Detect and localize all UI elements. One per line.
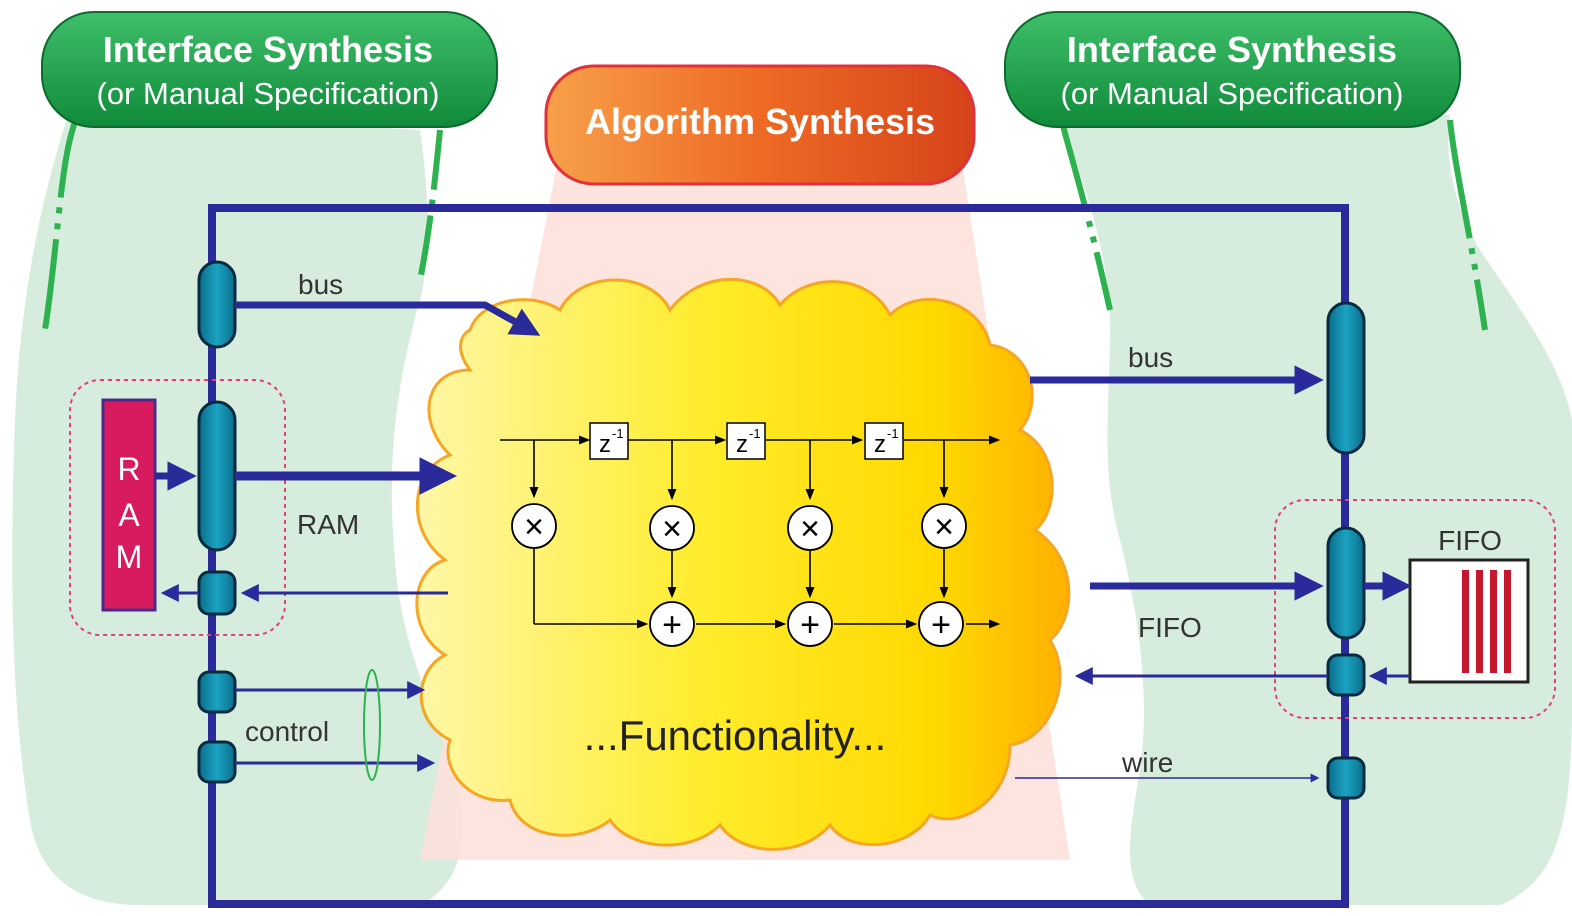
label-bus-left: bus: [298, 269, 343, 300]
delay-block-2: z -1: [726, 422, 766, 460]
svg-text:z: z: [599, 431, 611, 458]
right-ports: [1326, 301, 1366, 800]
label-fifo: FIFO: [1138, 612, 1202, 643]
left-connections: [155, 301, 541, 781]
right-banner: Interface Synthesis (or Manual Specifica…: [1004, 11, 1461, 128]
bus-link-left: [235, 301, 541, 336]
svg-text:-1: -1: [612, 426, 624, 441]
delay-block-3: z -1: [864, 422, 904, 460]
port-bus-right: [1326, 301, 1366, 455]
adder-2: +: [787, 601, 833, 647]
control-bundle-ellipse: [363, 669, 381, 781]
fifo-block-label: FIFO: [1438, 525, 1502, 556]
center-banner-title: Algorithm Synthesis: [585, 101, 935, 142]
right-banner-subtitle: (or Manual Specification): [1061, 76, 1404, 111]
fir-filter: [500, 435, 1001, 629]
port-bus-left: [197, 260, 237, 349]
label-control: control: [245, 716, 329, 747]
adder-3: +: [918, 601, 964, 647]
multiplier-1: ×: [511, 503, 557, 549]
svg-text:×: ×: [934, 508, 954, 546]
label-bus-right: bus: [1128, 342, 1173, 373]
ram-letter-r: R: [117, 451, 140, 487]
left-banner-subtitle: (or Manual Specification): [97, 76, 440, 111]
svg-text:×: ×: [800, 510, 820, 548]
ram-letter-m: M: [116, 539, 143, 575]
adder-1: +: [649, 601, 695, 647]
svg-text:×: ×: [662, 510, 682, 548]
svg-text:z: z: [874, 431, 886, 458]
port-wire: [1326, 756, 1366, 800]
delay-block-1: z -1: [589, 422, 629, 460]
ram-interface-group: [69, 379, 286, 636]
label-wire: wire: [1121, 747, 1173, 778]
multiplier-2: ×: [649, 505, 695, 551]
right-interface-region: [1057, 114, 1572, 905]
svg-text:+: +: [800, 606, 820, 644]
port-control-1: [197, 670, 237, 714]
left-interface-region: [12, 108, 463, 905]
svg-text:+: +: [931, 606, 951, 644]
functionality-cloud: [415, 277, 1071, 851]
left-banner: Interface Synthesis (or Manual Specifica…: [41, 11, 498, 128]
port-fifo-in: [1326, 653, 1366, 697]
fifo-interface-group: [1274, 499, 1556, 719]
port-ram-read: [197, 400, 237, 552]
label-ram: RAM: [297, 509, 359, 540]
svg-text:+: +: [662, 606, 682, 644]
right-connections: [1015, 365, 1412, 783]
svg-text:z: z: [736, 431, 748, 458]
functionality-label: ...Functionality...: [584, 712, 887, 759]
multiplier-3: ×: [787, 505, 833, 551]
ram-block: R A M: [101, 398, 157, 612]
left-banner-title: Interface Synthesis: [103, 29, 433, 70]
svg-text:-1: -1: [749, 426, 761, 441]
right-banner-title: Interface Synthesis: [1067, 29, 1397, 70]
fifo-block: FIFO: [1408, 525, 1530, 684]
port-control-2: [197, 740, 237, 784]
ram-letter-a: A: [118, 497, 140, 533]
center-banner: Algorithm Synthesis: [544, 64, 976, 186]
multiplier-4: ×: [921, 503, 967, 549]
svg-text:-1: -1: [887, 426, 899, 441]
svg-text:×: ×: [524, 508, 544, 546]
port-ram-write: [197, 570, 237, 616]
port-fifo-out: [1326, 526, 1366, 640]
left-ports: [197, 260, 237, 784]
